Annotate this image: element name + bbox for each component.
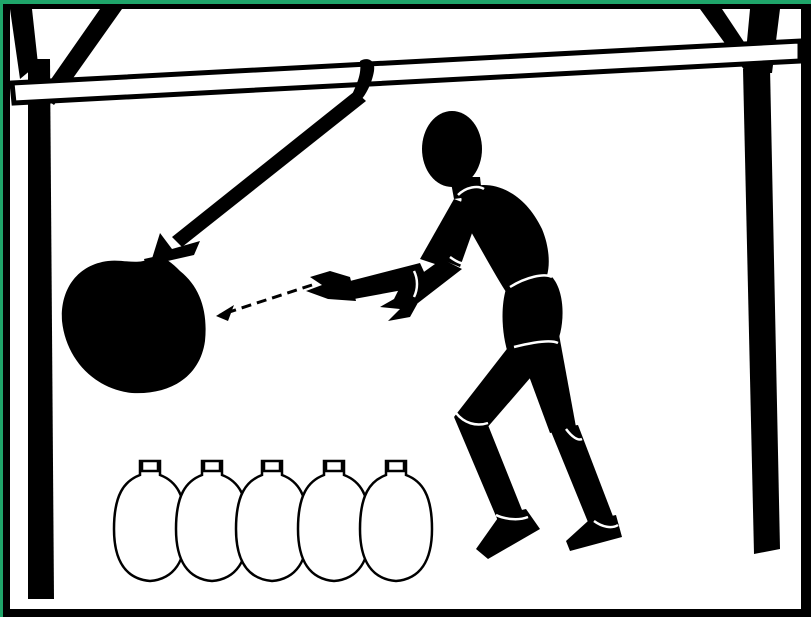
illustration-svg [10,9,801,609]
rope [172,91,366,247]
figure-front-shin [454,417,524,521]
crossbar [12,41,800,103]
illustration-panel [10,9,801,609]
motion-arrow [220,285,312,315]
jar-5 [360,461,432,581]
jar-row [114,461,432,581]
motion-arrow-head-icon [216,305,234,321]
left-post [28,59,54,599]
figure-front-hand [306,271,356,301]
frame-accent-top [0,0,811,4]
figure-torso [460,185,549,295]
right-post [743,67,780,554]
figure-rear-foot [566,515,622,551]
frame-accent-left [0,0,3,617]
sandbag [62,257,206,393]
figure-front-foot [476,509,540,559]
figure-head [422,111,482,187]
